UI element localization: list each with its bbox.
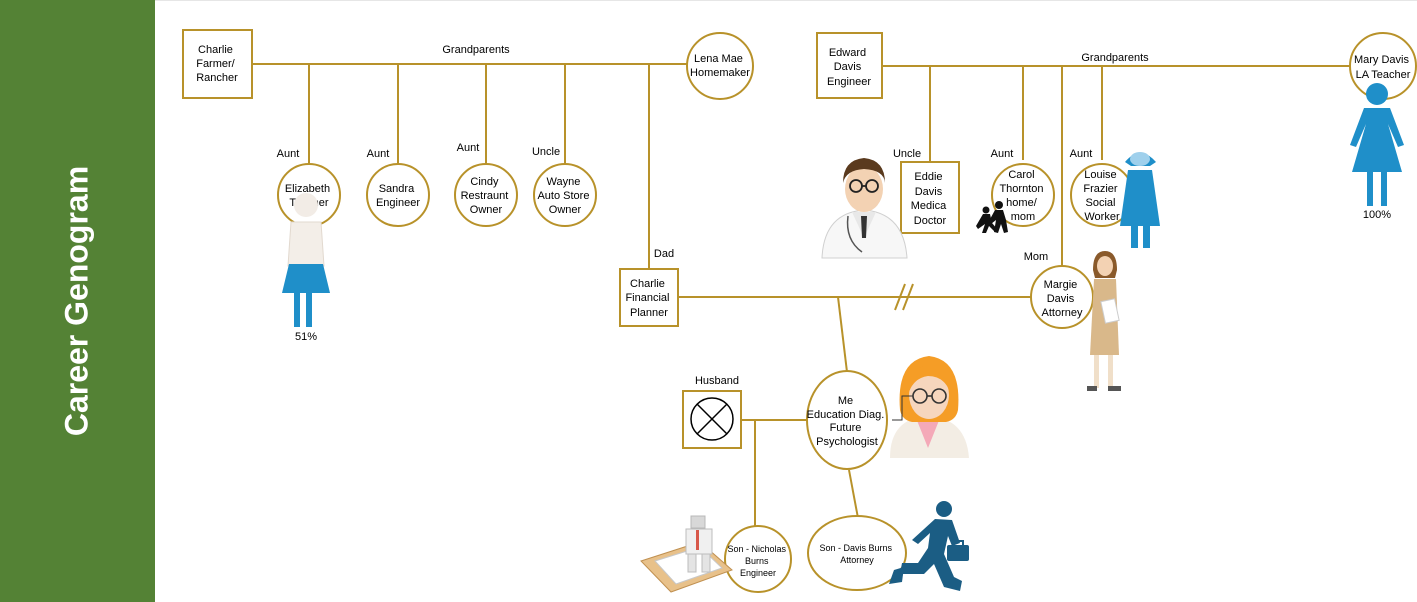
percent-elizabeth: 51% [295,331,317,343]
nurse-figure-icon [1120,152,1160,248]
node-edward: Edward Davis Engineer [827,47,871,88]
label-dad: Dad [654,248,674,260]
node-charlie-dad: Charlie Financial Planner [625,278,672,319]
walking-people-icon [976,201,1008,233]
label-grandparents-left: Grandparents [442,44,510,56]
node-son-davis: Son - Davis Burns Attorney [819,543,894,565]
woman-figure-icon-right [1350,83,1404,206]
label-uncle-eddie: Uncle [893,148,921,160]
label-grandparents-right: Grandparents [1081,52,1149,64]
node-son-nicholas: Son - Nicholas Burns Engineer [727,544,788,578]
drafting-figure-icon [640,515,733,593]
label-aunt-carol: Aunt [991,148,1014,160]
label-aunt-elizabeth: Aunt [277,148,300,160]
running-businessman-icon [889,501,969,591]
top-divider [155,0,1417,1]
node-eddie: Eddie Davis Medica Doctor [911,171,950,227]
node-louise: Louise Frazier Social Worker [1083,169,1120,223]
node-shapes [182,29,1417,593]
node-charlie-grandfather: Charlie Farmer/ Rancher [196,44,238,84]
woman-figure-icon [282,193,330,327]
node-carol: Carol Thornton home/ mom [999,169,1046,223]
node-me: Me Education Diag. Future Psychologist [807,395,888,448]
relation-labels: Grandparents Grandparents Aunt Aunt Aunt… [277,44,1149,387]
label-aunt-sandra: Aunt [367,148,390,160]
node-mary-davis: Mary Davis LA Teacher [1354,54,1412,81]
sidebar: Career Genogram [0,0,155,602]
label-aunt-louise: Aunt [1070,148,1093,160]
crossed-square-icon [690,397,734,441]
doctor-icon [821,158,908,259]
connection-lines [252,63,1350,530]
girl-with-glasses-icon [890,356,969,458]
label-mom: Mom [1024,251,1048,263]
percent-mary: 100% [1363,209,1391,221]
label-uncle-wayne: Uncle [532,146,560,158]
businesswoman-icon [1087,251,1121,391]
node-cindy: Cindy Restraunt Owner [461,176,512,216]
label-aunt-cindy: Aunt [457,142,480,154]
node-wayne: Wayne Auto Store Owner [537,176,592,216]
node-lena-mae: Lena Mae Homemaker [690,53,750,79]
label-husband: Husband [695,375,739,387]
node-sandra: Sandra Engineer [376,183,420,209]
node-margie: Margie Davis Attorney [1042,279,1083,319]
